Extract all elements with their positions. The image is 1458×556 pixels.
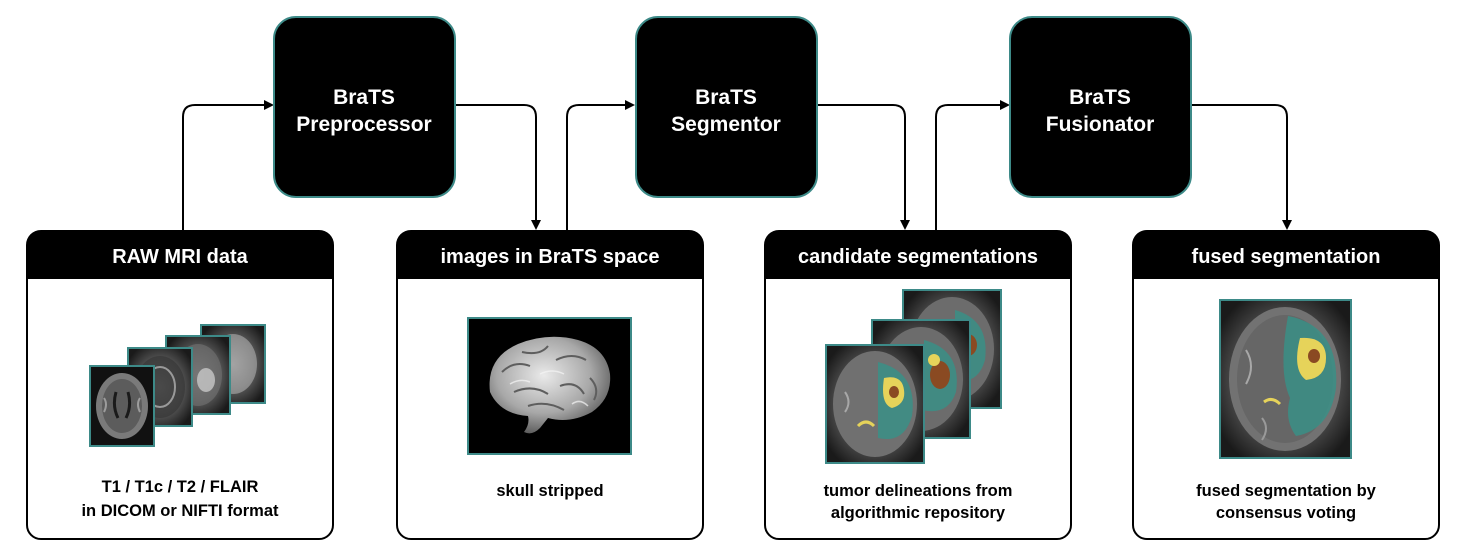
panel-candidates-title: candidate segmentations	[798, 246, 1038, 268]
panel-raw-caption1: T1 / T1c / T2 / FLAIR	[102, 478, 259, 496]
processor-fusionator: BraTS Fusionator	[1009, 16, 1192, 198]
segmentor-line2: Segmentor	[671, 113, 781, 136]
panel-candidates-caption1: tumor delineations from	[824, 482, 1013, 500]
connectors	[182, 100, 1292, 230]
panel-brats-space-caption1: skull stripped	[496, 482, 603, 500]
brain-3d-render-icon	[467, 317, 632, 455]
preprocessor-line1: BraTS	[333, 86, 395, 109]
panel-fused-caption1: fused segmentation by	[1196, 482, 1377, 500]
panel-raw-mri: RAW MRI data T1 / T1c / T2 / FLAIR in DI…	[26, 230, 334, 540]
segmentor-line1: BraTS	[695, 86, 757, 109]
panel-raw-caption2: in DICOM or NIFTI format	[81, 502, 279, 520]
arrow-fusionator-to-fused	[1192, 104, 1292, 230]
panel-candidates: candidate segmentations tumor delineatio…	[764, 230, 1072, 540]
panel-fused-caption2: consensus voting	[1216, 504, 1356, 522]
arrow-brats-space-to-segmentor	[566, 100, 635, 230]
panel-brats-space-title: images in BraTS space	[441, 246, 660, 268]
panel-brats-space: images in BraTS space skull stripped	[396, 230, 704, 540]
fusionator-line1: BraTS	[1069, 86, 1131, 109]
mri-slice-stack-icon	[89, 324, 266, 447]
processor-segmentor: BraTS Segmentor	[635, 16, 818, 198]
segmentation-overlay-stack-icon	[825, 289, 1002, 464]
panel-fused: fused segmentation fused segmentation by…	[1132, 230, 1440, 540]
segmentation-overlay-icon	[1219, 299, 1352, 459]
arrow-preprocessor-to-brats-space	[455, 104, 541, 230]
preprocessor-line2: Preprocessor	[296, 113, 431, 136]
panel-candidates-caption2: algorithmic repository	[831, 504, 1006, 522]
arrow-segmentor-to-candidates	[818, 104, 910, 230]
panel-fused-title: fused segmentation	[1192, 246, 1381, 268]
arrow-raw-to-preprocessor	[182, 100, 274, 230]
processor-preprocessor: BraTS Preprocessor	[273, 16, 456, 198]
fusionator-line2: Fusionator	[1046, 113, 1155, 136]
panel-raw-title: RAW MRI data	[112, 246, 248, 268]
arrow-candidates-to-fusionator	[935, 100, 1010, 230]
